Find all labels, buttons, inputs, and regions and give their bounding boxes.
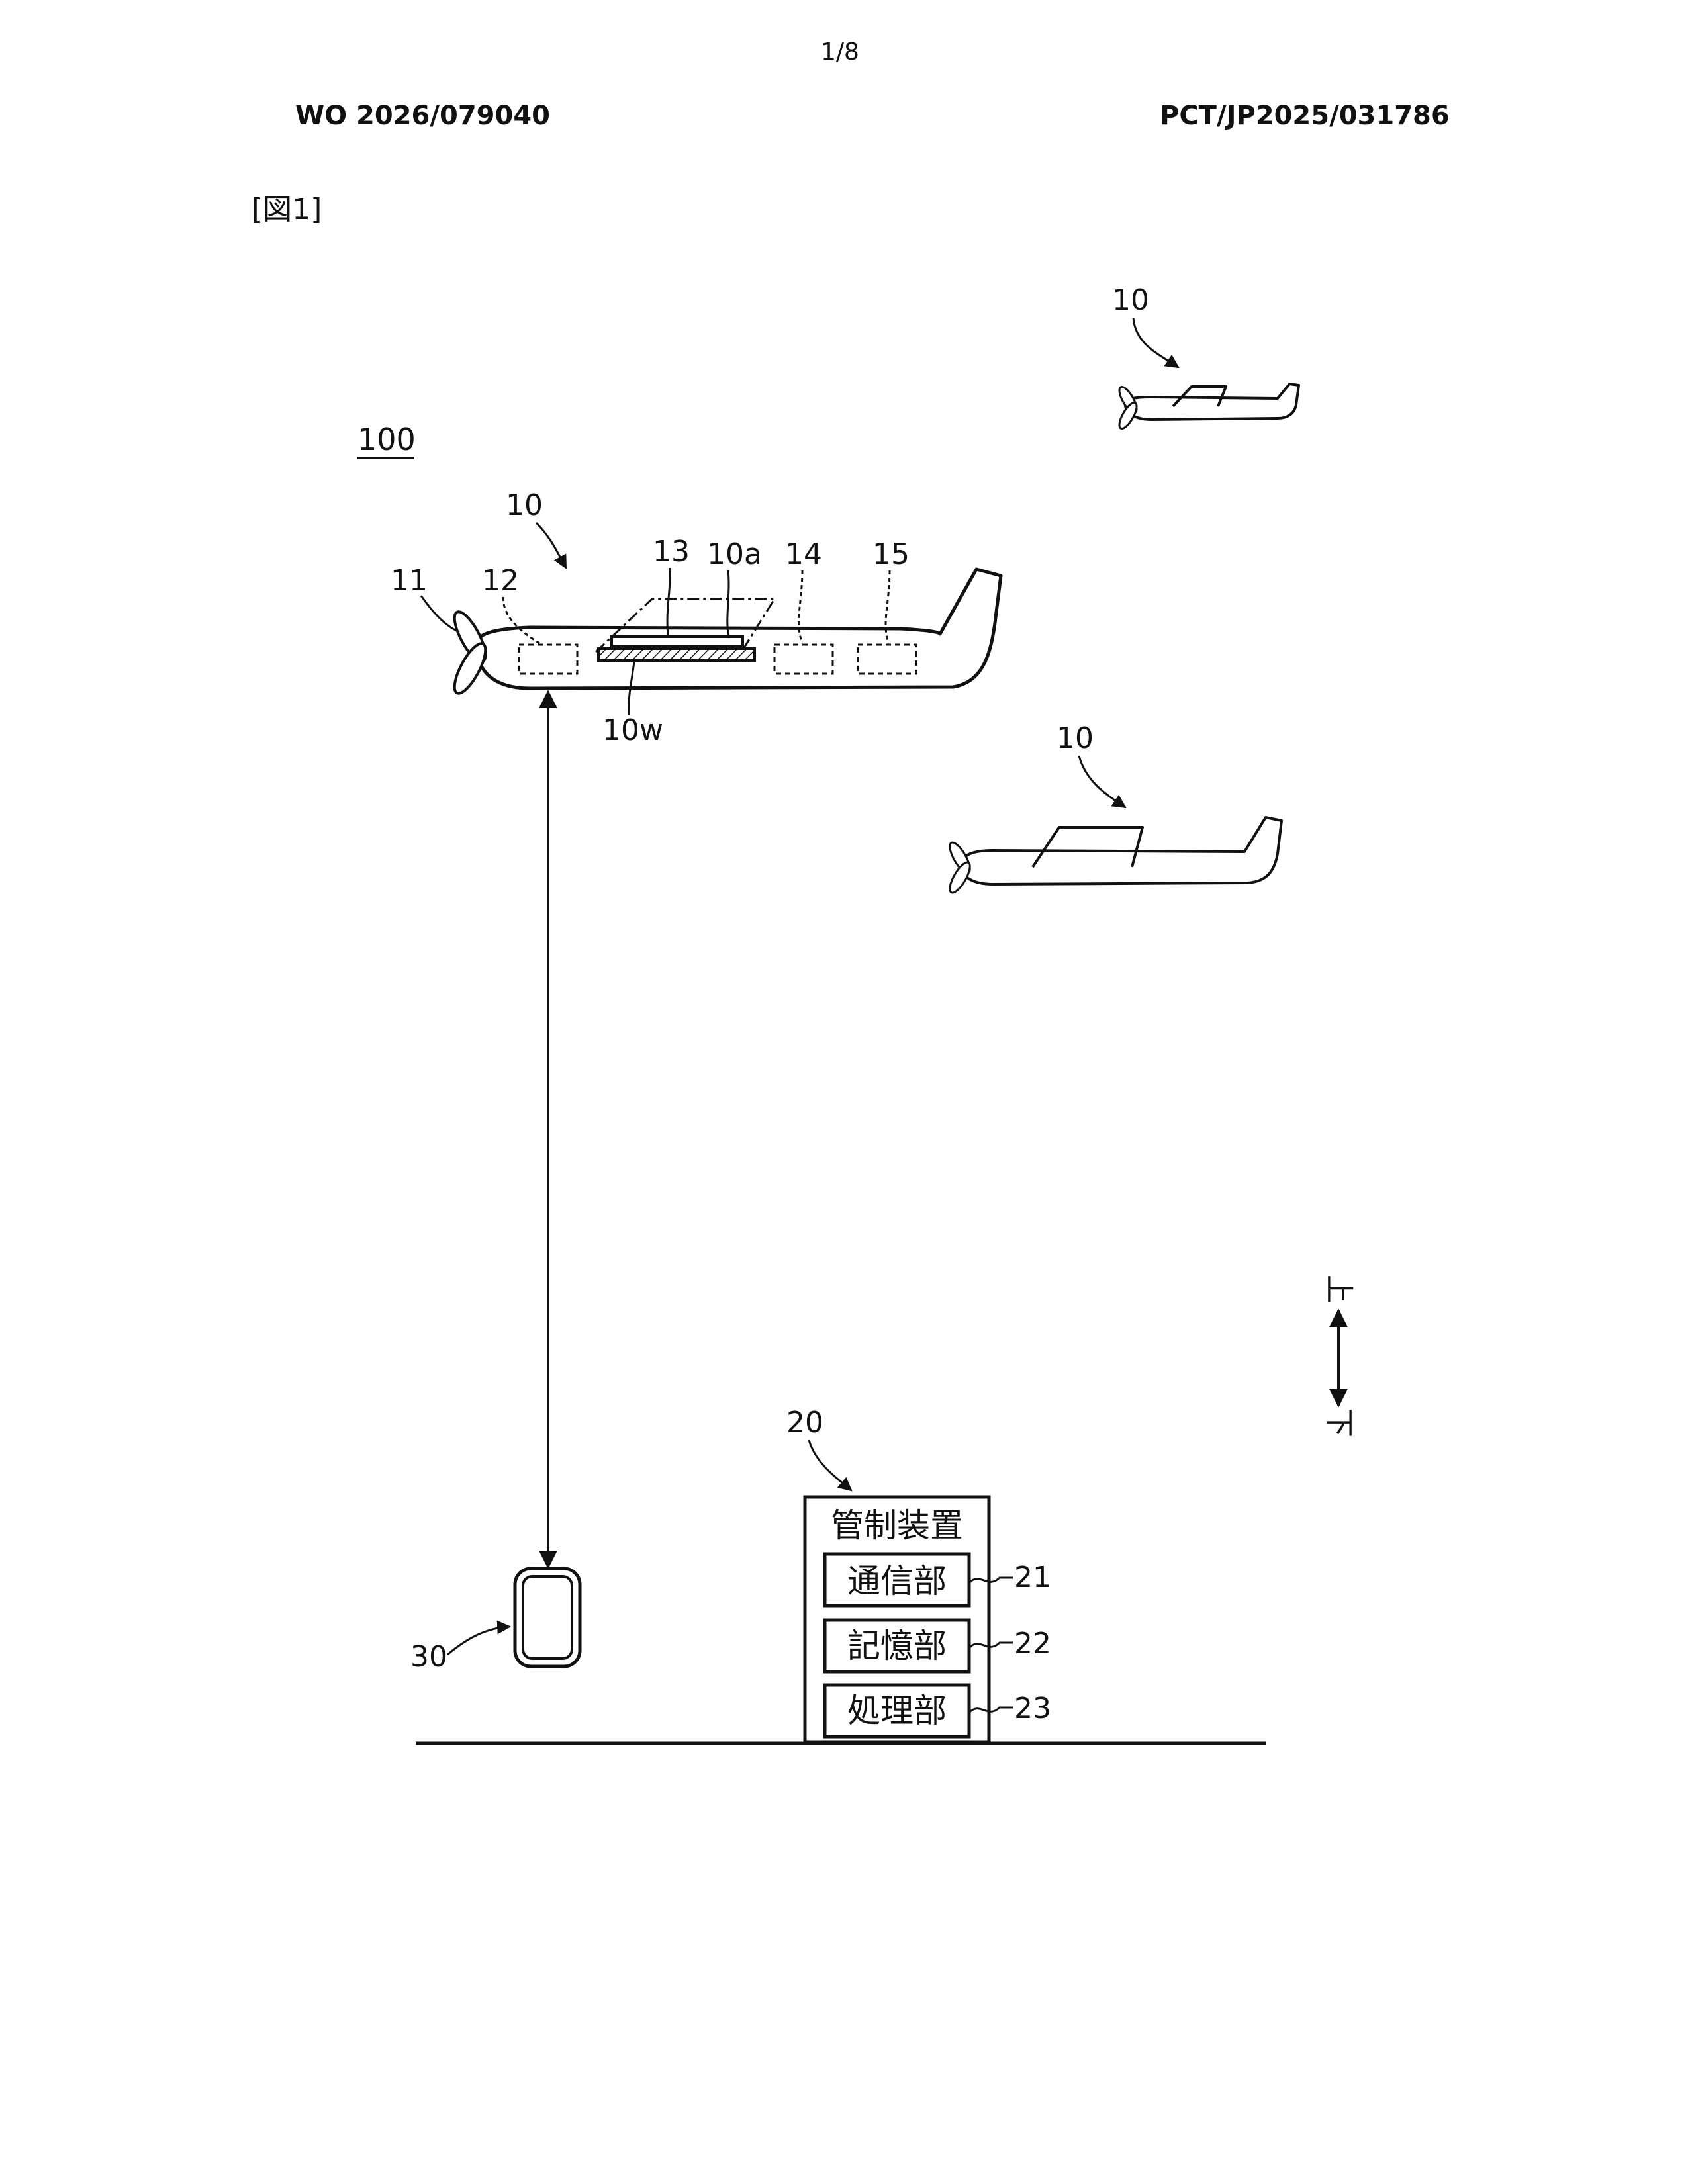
label-aircraft-top-right: 10 — [1112, 283, 1149, 317]
label-12: 12 — [482, 564, 519, 598]
leader-aircraft-middle-right — [1079, 756, 1125, 807]
leader-11 — [421, 596, 459, 632]
unit-21-label: 通信部 — [847, 1562, 947, 1600]
unit-12-box — [519, 645, 577, 674]
direction-up-label: 上 — [1322, 1275, 1356, 1304]
label-aircraft-10: 10 — [506, 488, 543, 522]
main-aircraft-fuselage — [476, 569, 1001, 688]
leader-14 — [799, 570, 802, 643]
label-aircraft-middle-right: 10 — [1056, 721, 1094, 755]
leader-22 — [969, 1643, 1013, 1648]
aircraft-top-right — [1125, 384, 1299, 420]
propeller-icon — [946, 840, 974, 895]
label-terminal-30: 30 — [410, 1640, 447, 1674]
panel-13 — [612, 637, 743, 646]
unit-15-box — [858, 645, 916, 674]
system-ref-label: 100 — [357, 422, 416, 457]
label-13: 13 — [653, 535, 690, 569]
label-22: 22 — [1014, 1627, 1051, 1661]
leader-aircraft-10 — [536, 523, 566, 568]
label-14: 14 — [785, 537, 822, 571]
wing-hatched-strip — [598, 649, 755, 660]
propeller-icon — [449, 608, 491, 697]
main-aircraft — [476, 569, 1001, 688]
unit-22-label: 記憶部 — [847, 1627, 947, 1665]
label-23: 23 — [1014, 1692, 1051, 1725]
label-10a: 10a — [707, 537, 762, 571]
leader-21 — [969, 1578, 1013, 1583]
leader-12 — [503, 597, 539, 643]
terminal-30-inner — [523, 1576, 572, 1659]
label-21: 21 — [1014, 1561, 1051, 1594]
label-11: 11 — [391, 564, 428, 598]
label-10w: 10w — [602, 713, 663, 747]
leader-terminal-30 — [447, 1627, 510, 1655]
leader-23 — [969, 1707, 1013, 1713]
terminal-30-outer — [515, 1569, 580, 1666]
unit-23-label: 処理部 — [847, 1692, 947, 1730]
leader-aircraft-top-right — [1133, 318, 1178, 367]
aircraft-middle-right — [961, 817, 1282, 884]
label-control-device-20: 20 — [786, 1406, 823, 1439]
label-15: 15 — [872, 537, 910, 571]
direction-down-label: 下 — [1322, 1408, 1356, 1437]
control-device-title: 管制装置 — [831, 1506, 963, 1545]
leader-15 — [886, 570, 890, 643]
leader-control-device-20 — [809, 1440, 851, 1490]
unit-14-box — [774, 645, 833, 674]
propeller-icon — [1116, 385, 1140, 431]
